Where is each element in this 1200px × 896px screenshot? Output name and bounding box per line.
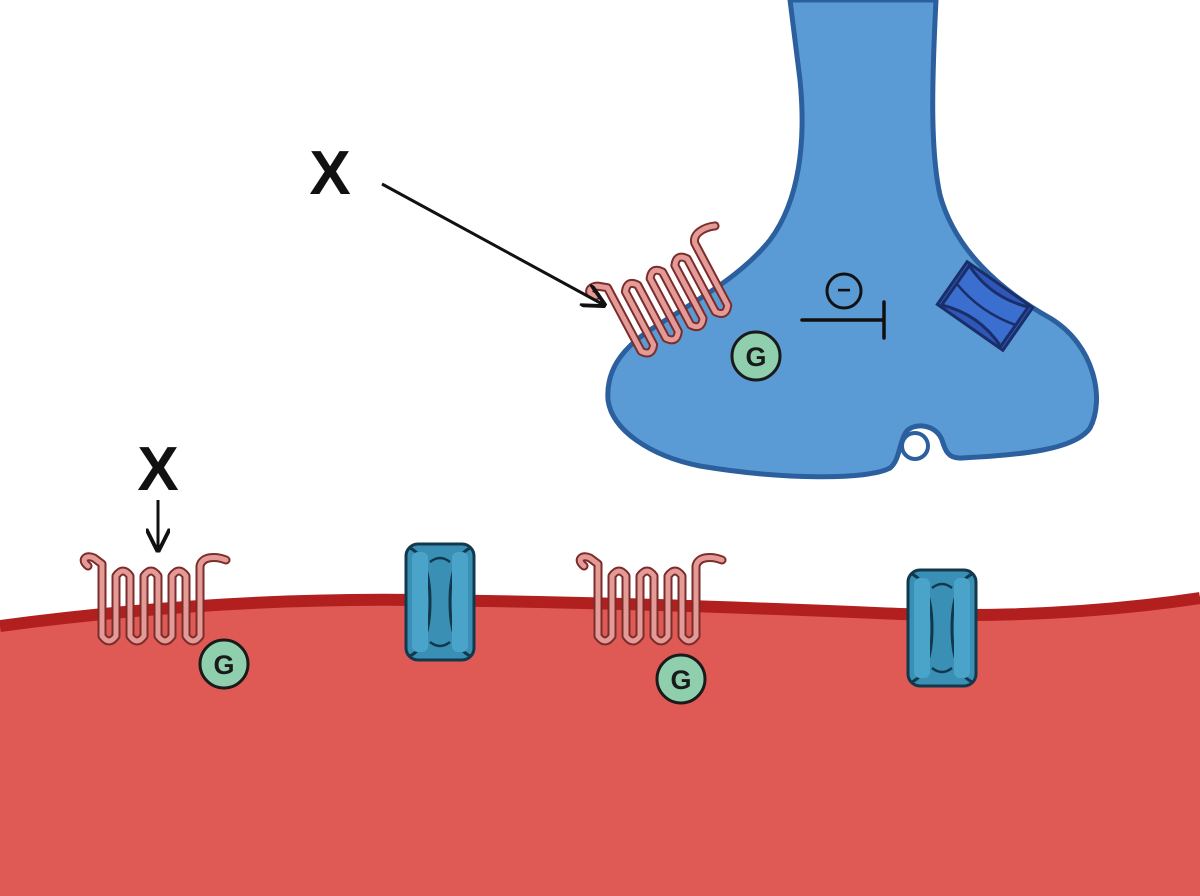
ligand-x-label-top: X xyxy=(309,139,350,208)
postsynaptic-g-protein-1: G xyxy=(198,638,250,690)
presynaptic-terminal-body xyxy=(605,0,1099,480)
postsynaptic-ion-channel-2 xyxy=(906,568,978,688)
postsynaptic-g-protein-2: G xyxy=(655,653,707,705)
g-protein-label: G xyxy=(670,665,691,695)
g-protein-circle-icon xyxy=(730,330,782,382)
presynaptic-g-protein: G xyxy=(730,330,782,382)
inhibition-symbol: − xyxy=(800,272,886,340)
inhibition-tbar-icon xyxy=(800,300,886,340)
postsynaptic-cytoplasm xyxy=(0,596,1200,896)
presynaptic-ion-channel xyxy=(935,259,1035,353)
g-protein-circle-icon xyxy=(655,653,707,705)
presynaptic-terminal xyxy=(605,0,1099,480)
g-protein-label: G xyxy=(213,650,234,680)
minus-circle xyxy=(825,272,863,310)
inhibition-sign: − xyxy=(837,277,851,304)
exocytosis-notch xyxy=(900,431,930,461)
g-protein-circle-icon xyxy=(198,638,250,690)
ligand-x-label-bottom: X xyxy=(137,435,178,504)
postsynaptic-ion-channel-1 xyxy=(404,542,476,662)
g-protein-label: G xyxy=(745,342,766,372)
arrow-icon xyxy=(381,182,604,305)
